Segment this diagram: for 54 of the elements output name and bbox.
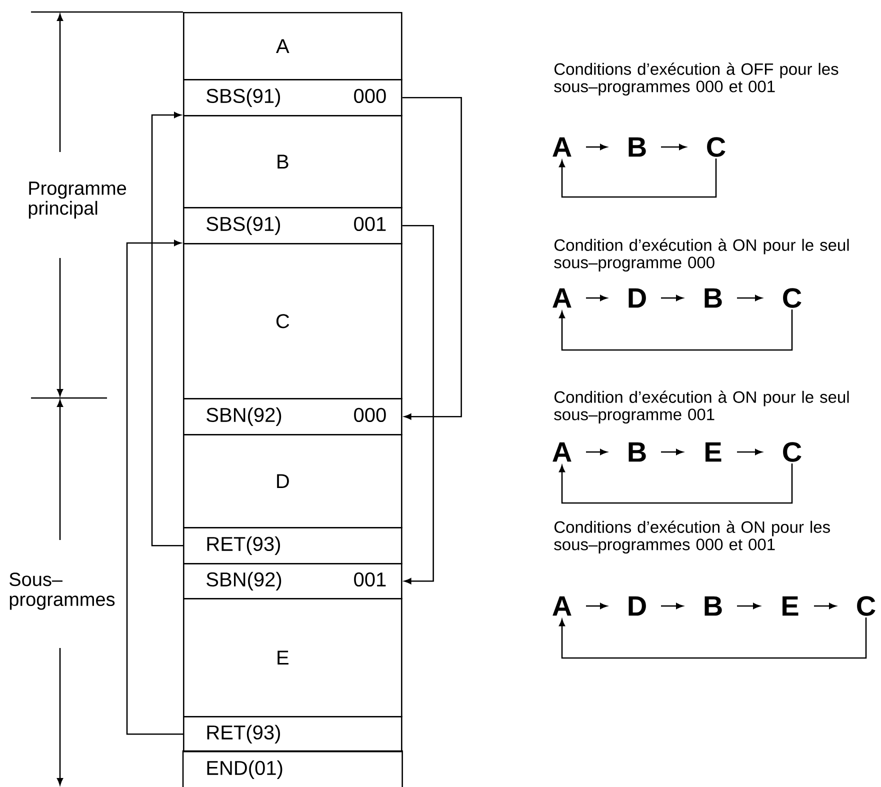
arrow	[737, 603, 760, 609]
block-letter: D	[628, 596, 646, 616]
program-block: B	[183, 115, 402, 208]
return-arrow	[151, 112, 183, 546]
block-letter: C	[783, 288, 802, 308]
arrow	[737, 449, 762, 455]
block-letter: D	[628, 288, 646, 308]
return-arrow	[559, 618, 867, 659]
instruction-row: SBN(92) 001	[183, 563, 402, 600]
condition-caption: Conditions d’exécution à ON pour les sous–programmes 000 et 001	[554, 520, 830, 554]
arrow	[586, 295, 608, 301]
arrow	[737, 295, 762, 301]
arrow	[661, 449, 684, 455]
arrow	[586, 144, 608, 150]
dimension-label: Sous–programmes	[10, 572, 115, 610]
condition-caption: Conditions d’exécution à OFF pour les sous–programmes 000 et 001	[554, 62, 838, 96]
instruction-row: RET(93)	[183, 716, 402, 752]
instruction-row: SBS(91) 000	[183, 79, 402, 116]
instruction-row: END(01)	[182, 750, 403, 787]
return-arrow	[559, 158, 717, 198]
block-letter: E	[706, 442, 722, 462]
return-arrow	[559, 310, 793, 351]
block-letter: B	[628, 442, 646, 462]
return-arrow	[559, 464, 793, 504]
arrow	[586, 449, 608, 455]
block-letter: C	[783, 442, 802, 462]
block-letter: C	[707, 137, 726, 157]
block-letter: A	[552, 137, 572, 157]
program-block: A	[183, 12, 402, 80]
program-block: D	[183, 434, 402, 528]
instruction-row: RET(93)	[183, 527, 402, 564]
block-letter: A	[552, 288, 572, 308]
condition-caption: Condition d’exécution à ON pour le seul sous–programme 001	[554, 390, 849, 424]
block-letter: A	[552, 442, 572, 462]
return-arrow	[126, 240, 183, 735]
arrow	[661, 144, 686, 150]
instruction-row: SBS(91) 001	[183, 207, 402, 244]
block-letter: C	[857, 596, 876, 616]
jump-arrow	[402, 97, 462, 420]
arrow	[661, 603, 684, 609]
arrow	[586, 603, 608, 609]
program-block: E	[183, 598, 402, 718]
dimension-label: Programme principal	[28, 182, 126, 219]
instruction-row: SBN(92) 000	[183, 398, 402, 436]
program-block: C	[183, 243, 402, 400]
arrow	[661, 295, 684, 301]
condition-caption: Condition d’exécution à ON pour le seul sous–programme 000	[554, 238, 849, 272]
arrow	[814, 603, 836, 609]
block-letter: E	[782, 596, 798, 616]
block-letter: B	[628, 137, 646, 157]
block-letter: A	[552, 596, 572, 616]
block-letter: B	[704, 596, 722, 616]
jump-arrow	[402, 225, 434, 584]
block-letter: B	[704, 288, 722, 308]
